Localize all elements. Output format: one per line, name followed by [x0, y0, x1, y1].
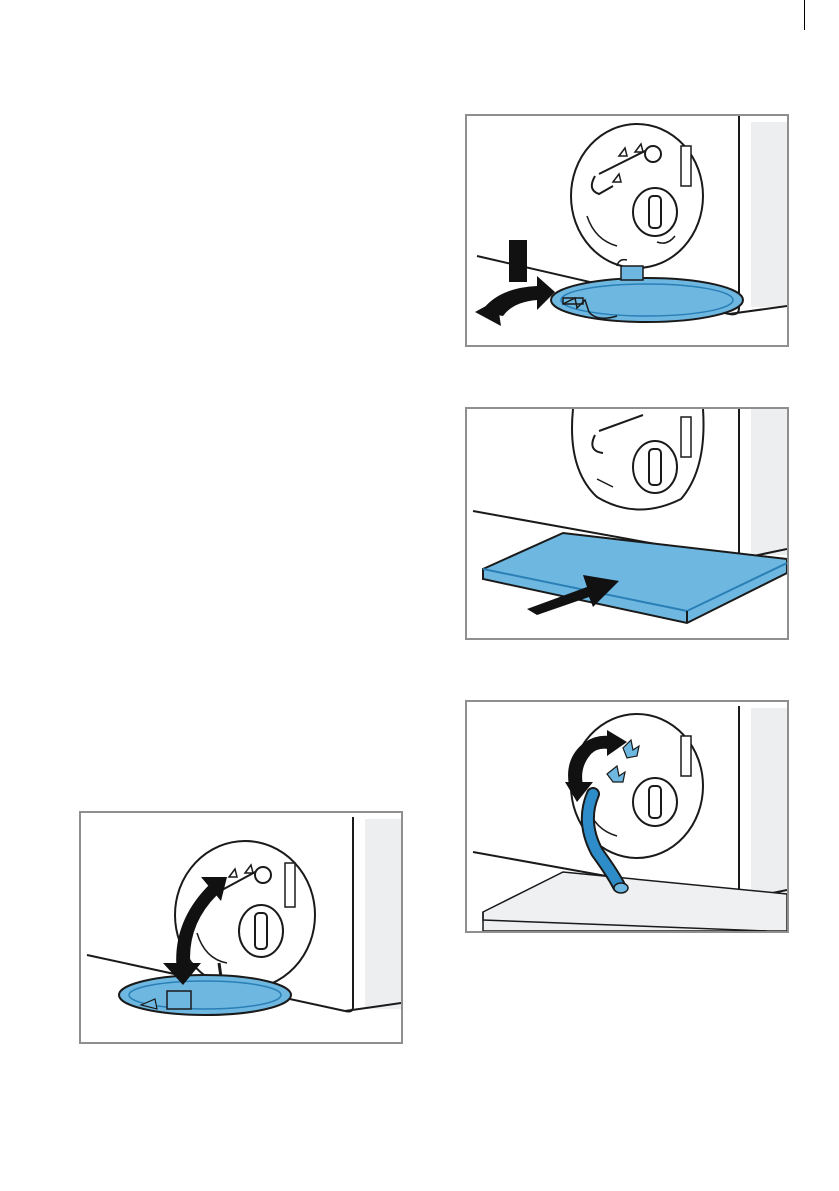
turn-filter-drawing — [467, 702, 787, 931]
open-flap-arrow-icon — [475, 240, 555, 326]
illustration-open-flap — [465, 114, 789, 347]
appliance-side-panel — [751, 122, 787, 307]
illustration-close-flap — [79, 811, 403, 1044]
page-cut-line — [804, 0, 805, 30]
close-flap-drawing — [81, 813, 401, 1042]
illustration-turn-filter — [465, 700, 789, 933]
place-tray-drawing — [467, 409, 787, 638]
hose-cap-icon — [255, 867, 271, 883]
open-flap-drawing — [467, 116, 787, 345]
hose-cap-icon — [645, 146, 661, 162]
illustration-place-tray — [465, 407, 789, 640]
